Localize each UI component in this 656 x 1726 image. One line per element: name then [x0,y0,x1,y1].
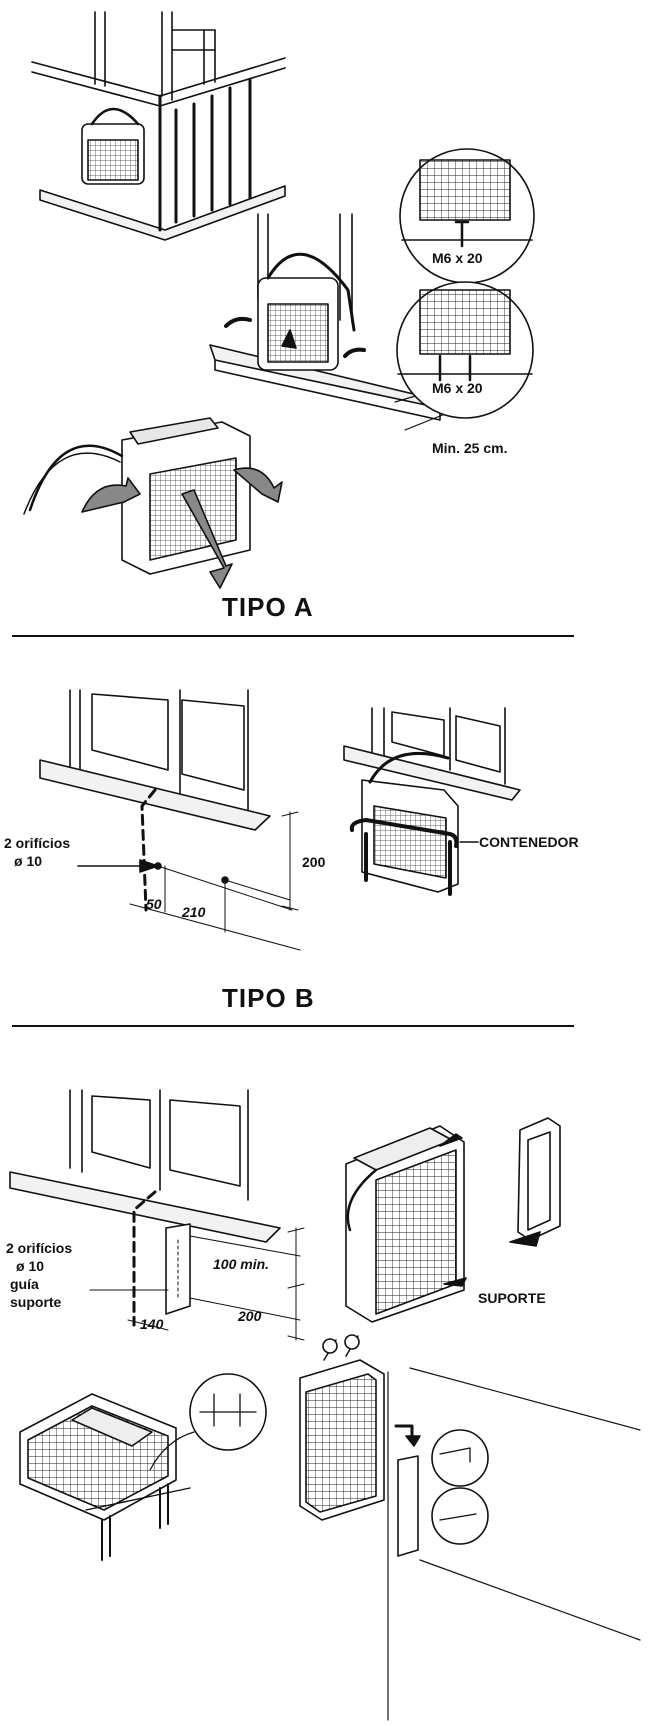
holes-label-b-line2: ø 10 [14,853,43,869]
section-b-title: TIPO B [222,983,315,1013]
divider-a [12,635,574,637]
dimension-200-c: 200 [238,1308,262,1324]
min-distance-label: Min. 25 cm. [432,440,508,456]
container-unit [343,707,521,896]
dimension-210: 210 [182,904,206,920]
holes-label-c-line2: ø 10 [16,1258,45,1274]
divider-b [12,1025,574,1027]
sill-mounted-unit [209,213,521,431]
support-label: SUPORTE [478,1290,546,1306]
support-unit [345,1117,561,1323]
unit-lying-down [19,1373,267,1561]
holes-label-c-line4: suporte [10,1294,62,1310]
holes-label-c-line1: 2 orifícios [6,1240,73,1256]
dimension-50: 50 [146,896,162,912]
dimension-100-min: 100 min. [213,1256,270,1272]
bolt-label-top: M6 x 20 [432,250,483,266]
container-label: CONTENEDOR [479,834,579,850]
airflow-unit [23,417,283,589]
balcony-illustration [31,11,286,241]
holes-label-c-line3: guía [10,1276,39,1292]
wall-mounted-unit [299,1334,641,1721]
bolt-detail-bottom [396,281,534,419]
section-a-title: TIPO A [222,592,314,622]
bolt-label-bottom: M6 x 20 [432,380,483,396]
window-b-left [39,689,301,951]
window-c-left [9,1089,305,1341]
dimension-200-b: 200 [302,854,326,870]
dimension-140: 140 [140,1316,164,1332]
holes-label-b-line1: 2 orifícios [4,835,71,851]
